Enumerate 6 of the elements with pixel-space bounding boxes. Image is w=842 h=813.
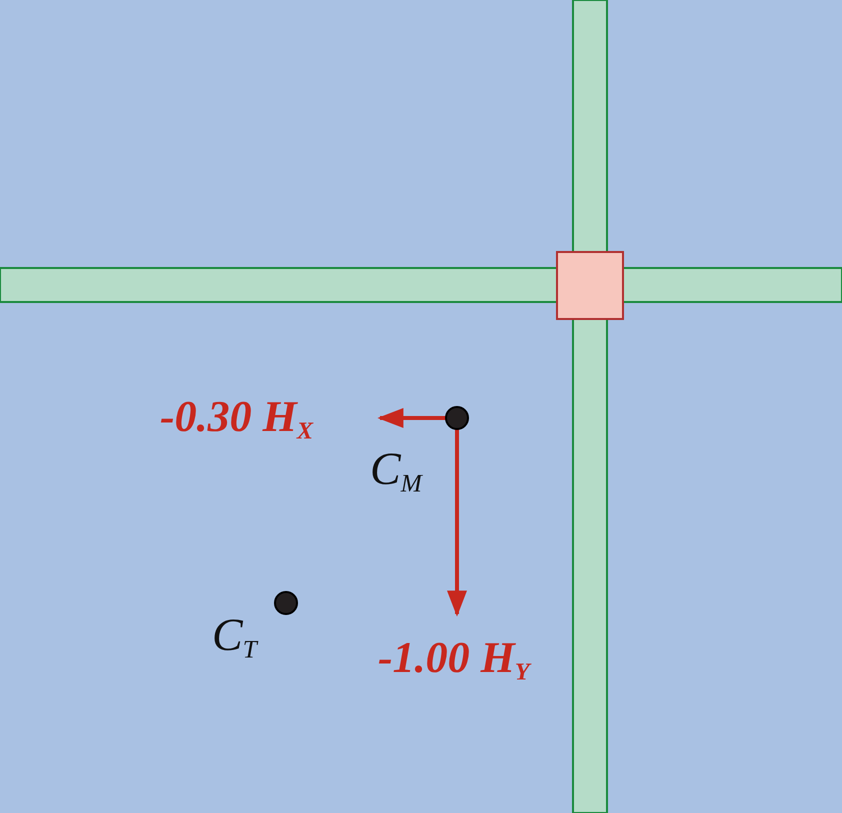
point-label: C$_{M}$ — [370, 446, 422, 497]
force-label: -0.30 H$_{X}$ — [160, 395, 314, 444]
point-dot — [445, 406, 469, 430]
force-label: -1.00 H$_{Y}$ — [378, 636, 530, 684]
point-dot — [274, 591, 298, 615]
point-label: C$_{T}$ — [212, 612, 257, 663]
